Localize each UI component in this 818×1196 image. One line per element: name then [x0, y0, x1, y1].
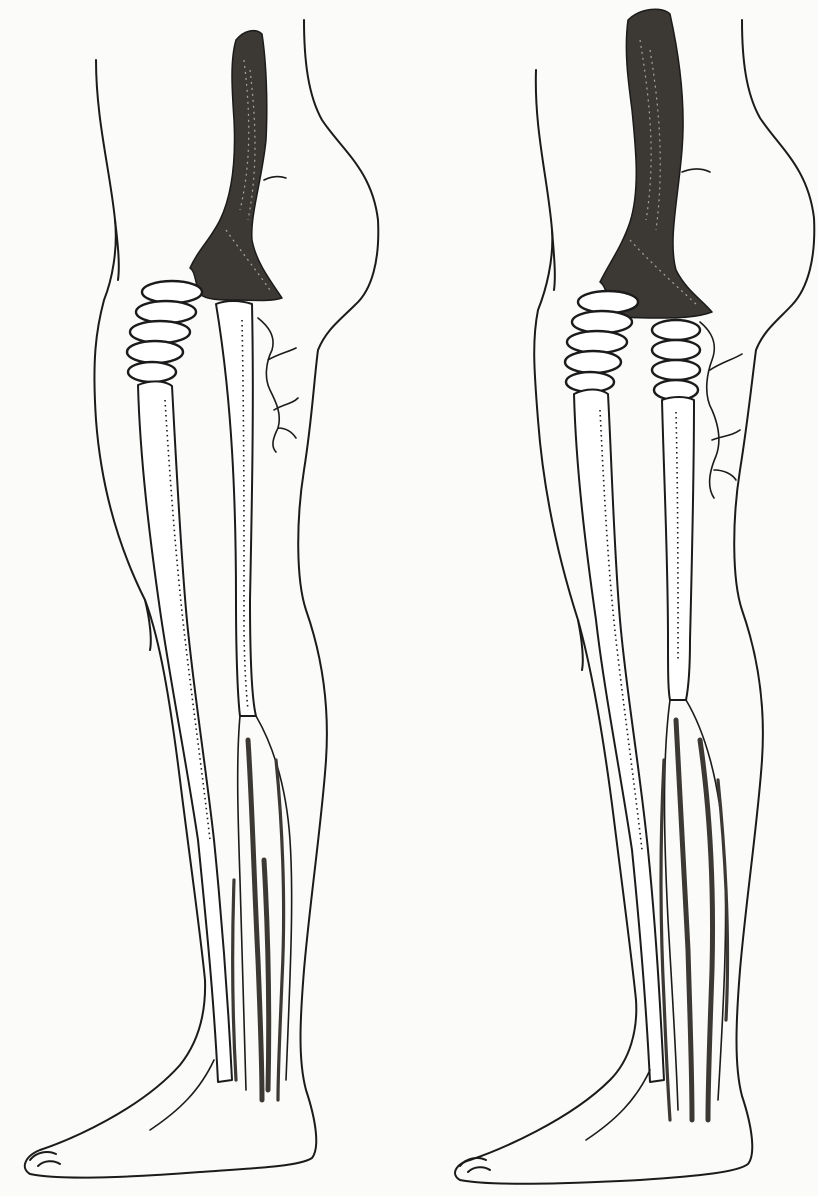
right-main-vein [600, 9, 712, 318]
right-branch-twig [682, 169, 710, 172]
right-vessel-saphenous [574, 390, 664, 1083]
left-branch-twig [264, 177, 286, 180]
right-leg-drawing [455, 9, 814, 1184]
right-leg-crease [552, 230, 555, 290]
left-leg-drawing [25, 20, 379, 1178]
left-valve-rings [127, 281, 202, 382]
left-vessel-femoral [216, 301, 256, 716]
right-valve-rings-outer [565, 291, 638, 392]
right-toes [460, 1158, 490, 1172]
right-valve-rings-inner [652, 320, 700, 400]
right-tributary [700, 322, 742, 498]
left-tributary [258, 318, 298, 452]
right-knee-crease [578, 620, 583, 670]
left-vessel-saphenous [138, 381, 232, 1082]
left-leg-back-contour [25, 20, 379, 1178]
left-toes [30, 1152, 60, 1166]
left-main-vein [190, 31, 282, 301]
